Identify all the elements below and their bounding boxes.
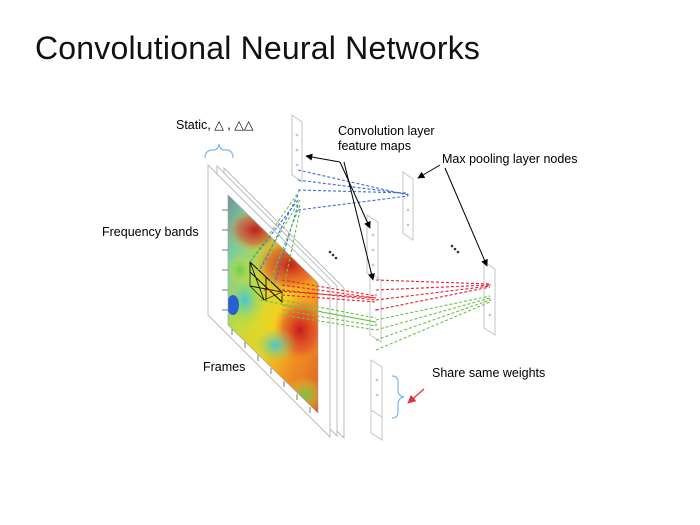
share-weights-arrow [407,388,425,404]
conv-map-5 [370,409,383,441]
red-connections [263,279,491,311]
arrow-to-conv-map-2 [339,161,371,229]
arrow-to-conv-map-1 [305,153,341,163]
max-pooling-label: Max pooling layer nodes [442,152,578,166]
frames-label: Frames [203,360,246,374]
static-deltas-label: Static, △ , △△ [176,118,254,132]
receptive-field [249,260,283,304]
frequency-bands-label: Frequency bands [102,225,199,239]
green-connections [249,189,491,351]
conv-layer-label-line2: feature maps [338,139,411,153]
pointer-arrows [305,153,488,281]
band-ticks [222,209,228,311]
conv-layer-label-line1: Convolution layer [338,124,435,138]
pool-node-1 [402,171,414,241]
arrow-to-pool-node-1 [417,164,441,179]
slide-title: Convolutional Neural Networks [35,30,481,66]
frame-ticks [231,329,311,413]
conv-map-3 [369,272,382,343]
share-weights-label: Share same weights [432,366,546,380]
share-weights-brace [391,375,405,419]
arrow-to-conv-map-3 [343,161,375,281]
node-dots [295,133,492,397]
arrow-to-pool-node-2 [444,167,488,267]
ellipsis-dots [328,244,460,260]
conv-map-1 [291,114,303,183]
spectrogram-border [227,194,319,414]
input-brace [204,143,234,159]
